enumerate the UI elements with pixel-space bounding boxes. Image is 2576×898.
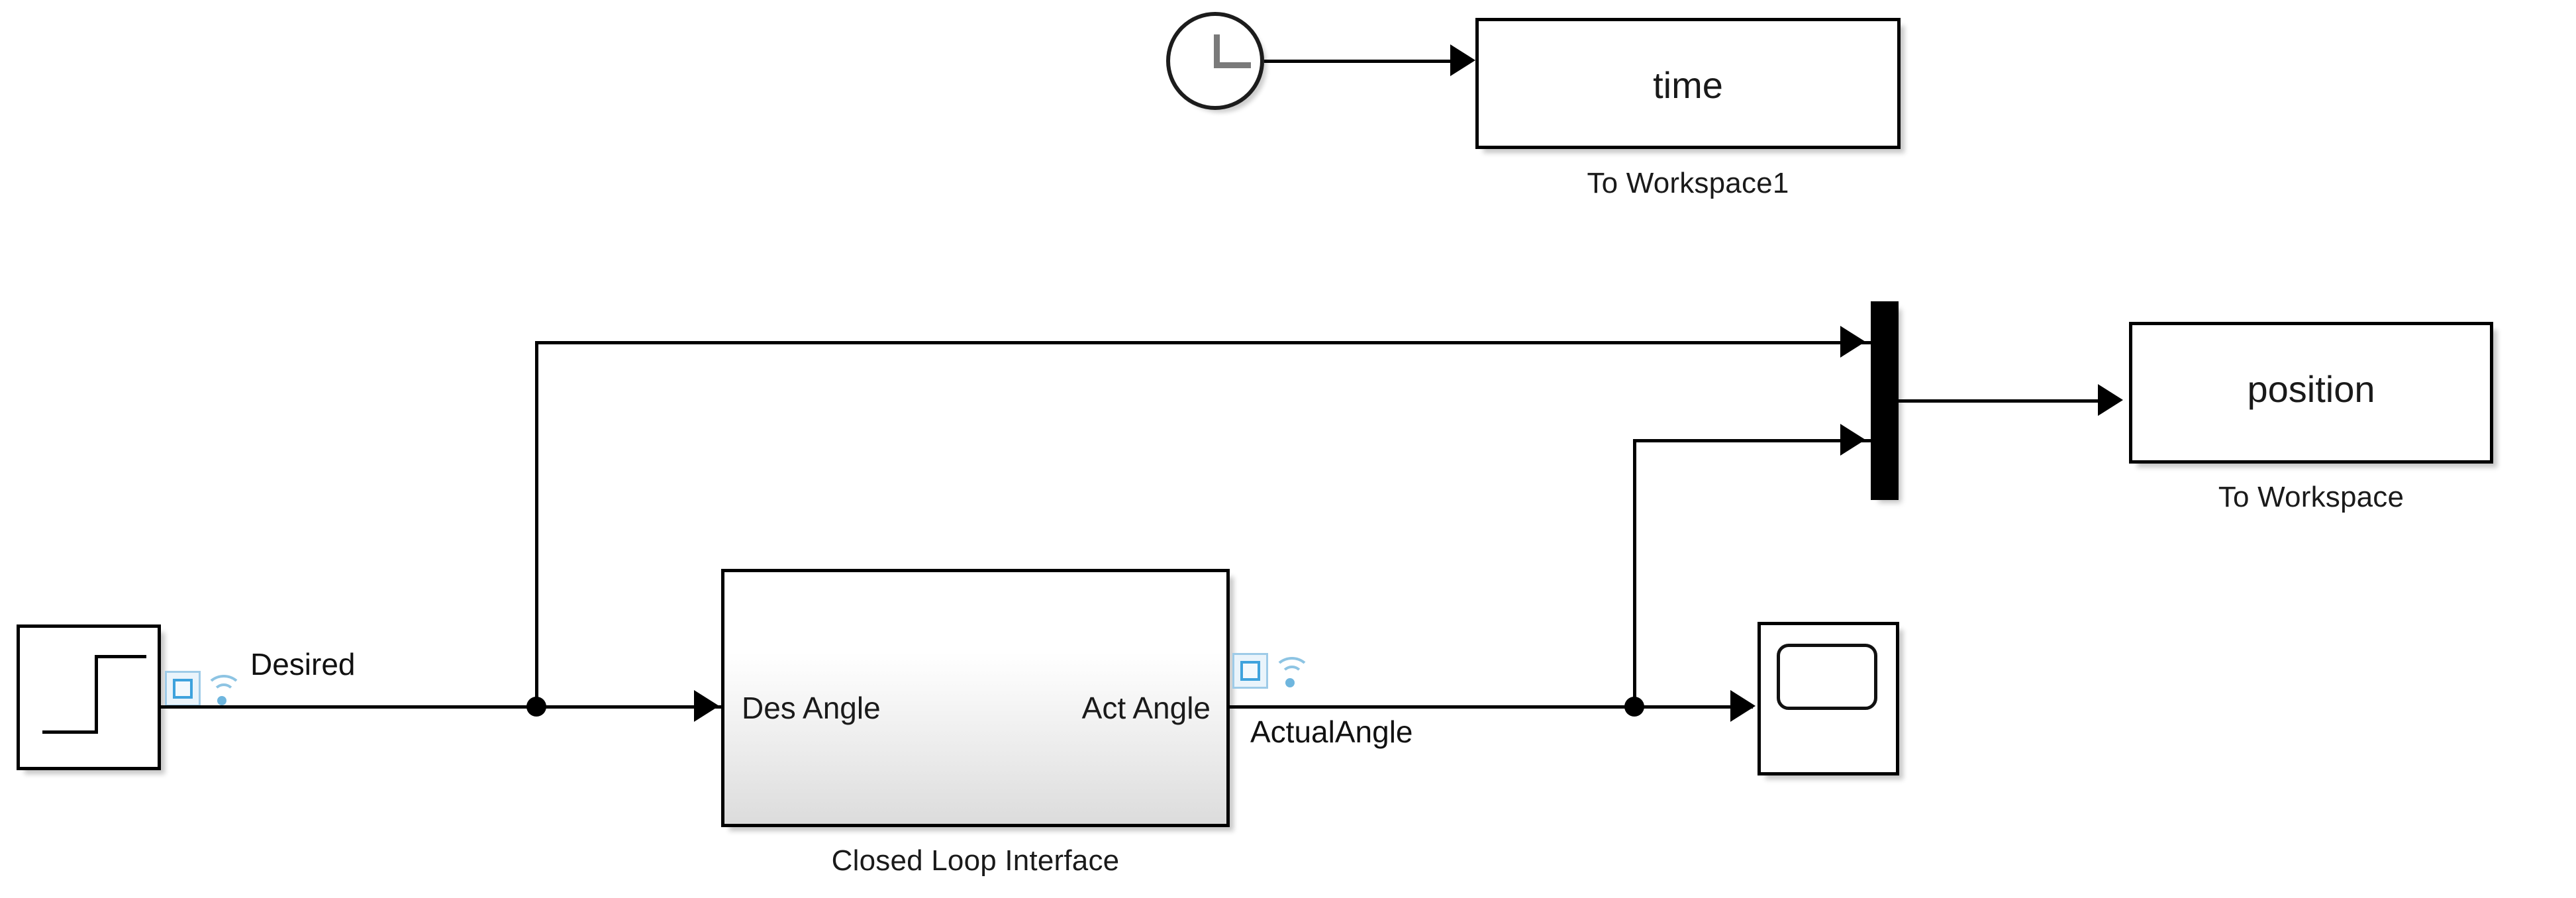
wire-actual-branch-up — [1633, 439, 1636, 707]
wire-desired — [161, 705, 817, 709]
signal-logging-wifi-icon-desired — [205, 671, 242, 707]
clock-block[interactable] — [1166, 12, 1264, 110]
scope-block[interactable] — [1758, 622, 1899, 775]
subsystem-input-port-label: Des Angle — [742, 691, 881, 725]
signal-logging-icon-actual[interactable] — [1232, 653, 1268, 689]
wire-actual-to-mux — [1633, 439, 1873, 442]
subsystem-output-port-label: Act Angle — [1081, 691, 1211, 725]
clock-hand-vertical — [1214, 34, 1220, 66]
step-source-block[interactable] — [17, 624, 161, 770]
arrow-into-mux-input2 — [1840, 424, 1865, 456]
to-workspace1-caption: To Workspace1 — [1587, 167, 1789, 199]
wire-desired-to-mux — [535, 341, 1873, 344]
to-workspace-block[interactable]: position — [2129, 322, 2493, 464]
closed-loop-interface-block[interactable]: Des Angle Act Angle — [721, 569, 1230, 827]
signal-logging-wifi-icon-actual — [1273, 653, 1311, 689]
wire-actual-angle — [1230, 705, 1753, 709]
closed-loop-interface-caption: Closed Loop Interface — [831, 844, 1120, 877]
mux-block[interactable] — [1871, 301, 1899, 500]
to-workspace1-value: time — [1653, 64, 1723, 106]
scope-screen-icon — [1777, 644, 1877, 710]
clock-hand-horizontal — [1214, 62, 1251, 68]
wire-clock-to-time — [1264, 60, 1469, 63]
to-workspace1-block[interactable]: time — [1475, 18, 1901, 149]
signal-label-actual-angle: ActualAngle — [1250, 715, 1413, 749]
arrow-into-position-block — [2098, 384, 2123, 416]
to-workspace-value: position — [2247, 368, 2375, 410]
signal-label-desired: Desired — [250, 647, 356, 681]
arrow-into-subsystem — [694, 690, 719, 722]
arrow-into-mux-input1 — [1840, 326, 1865, 358]
wire-desired-branch-up — [535, 341, 538, 707]
step-waveform-icon — [20, 628, 158, 767]
arrow-into-scope — [1730, 690, 1756, 722]
wire-mux-to-position — [1899, 399, 2112, 403]
to-workspace-caption: To Workspace — [2218, 481, 2404, 513]
signal-logging-icon-desired[interactable] — [165, 671, 201, 707]
arrow-into-time-block — [1450, 44, 1475, 76]
